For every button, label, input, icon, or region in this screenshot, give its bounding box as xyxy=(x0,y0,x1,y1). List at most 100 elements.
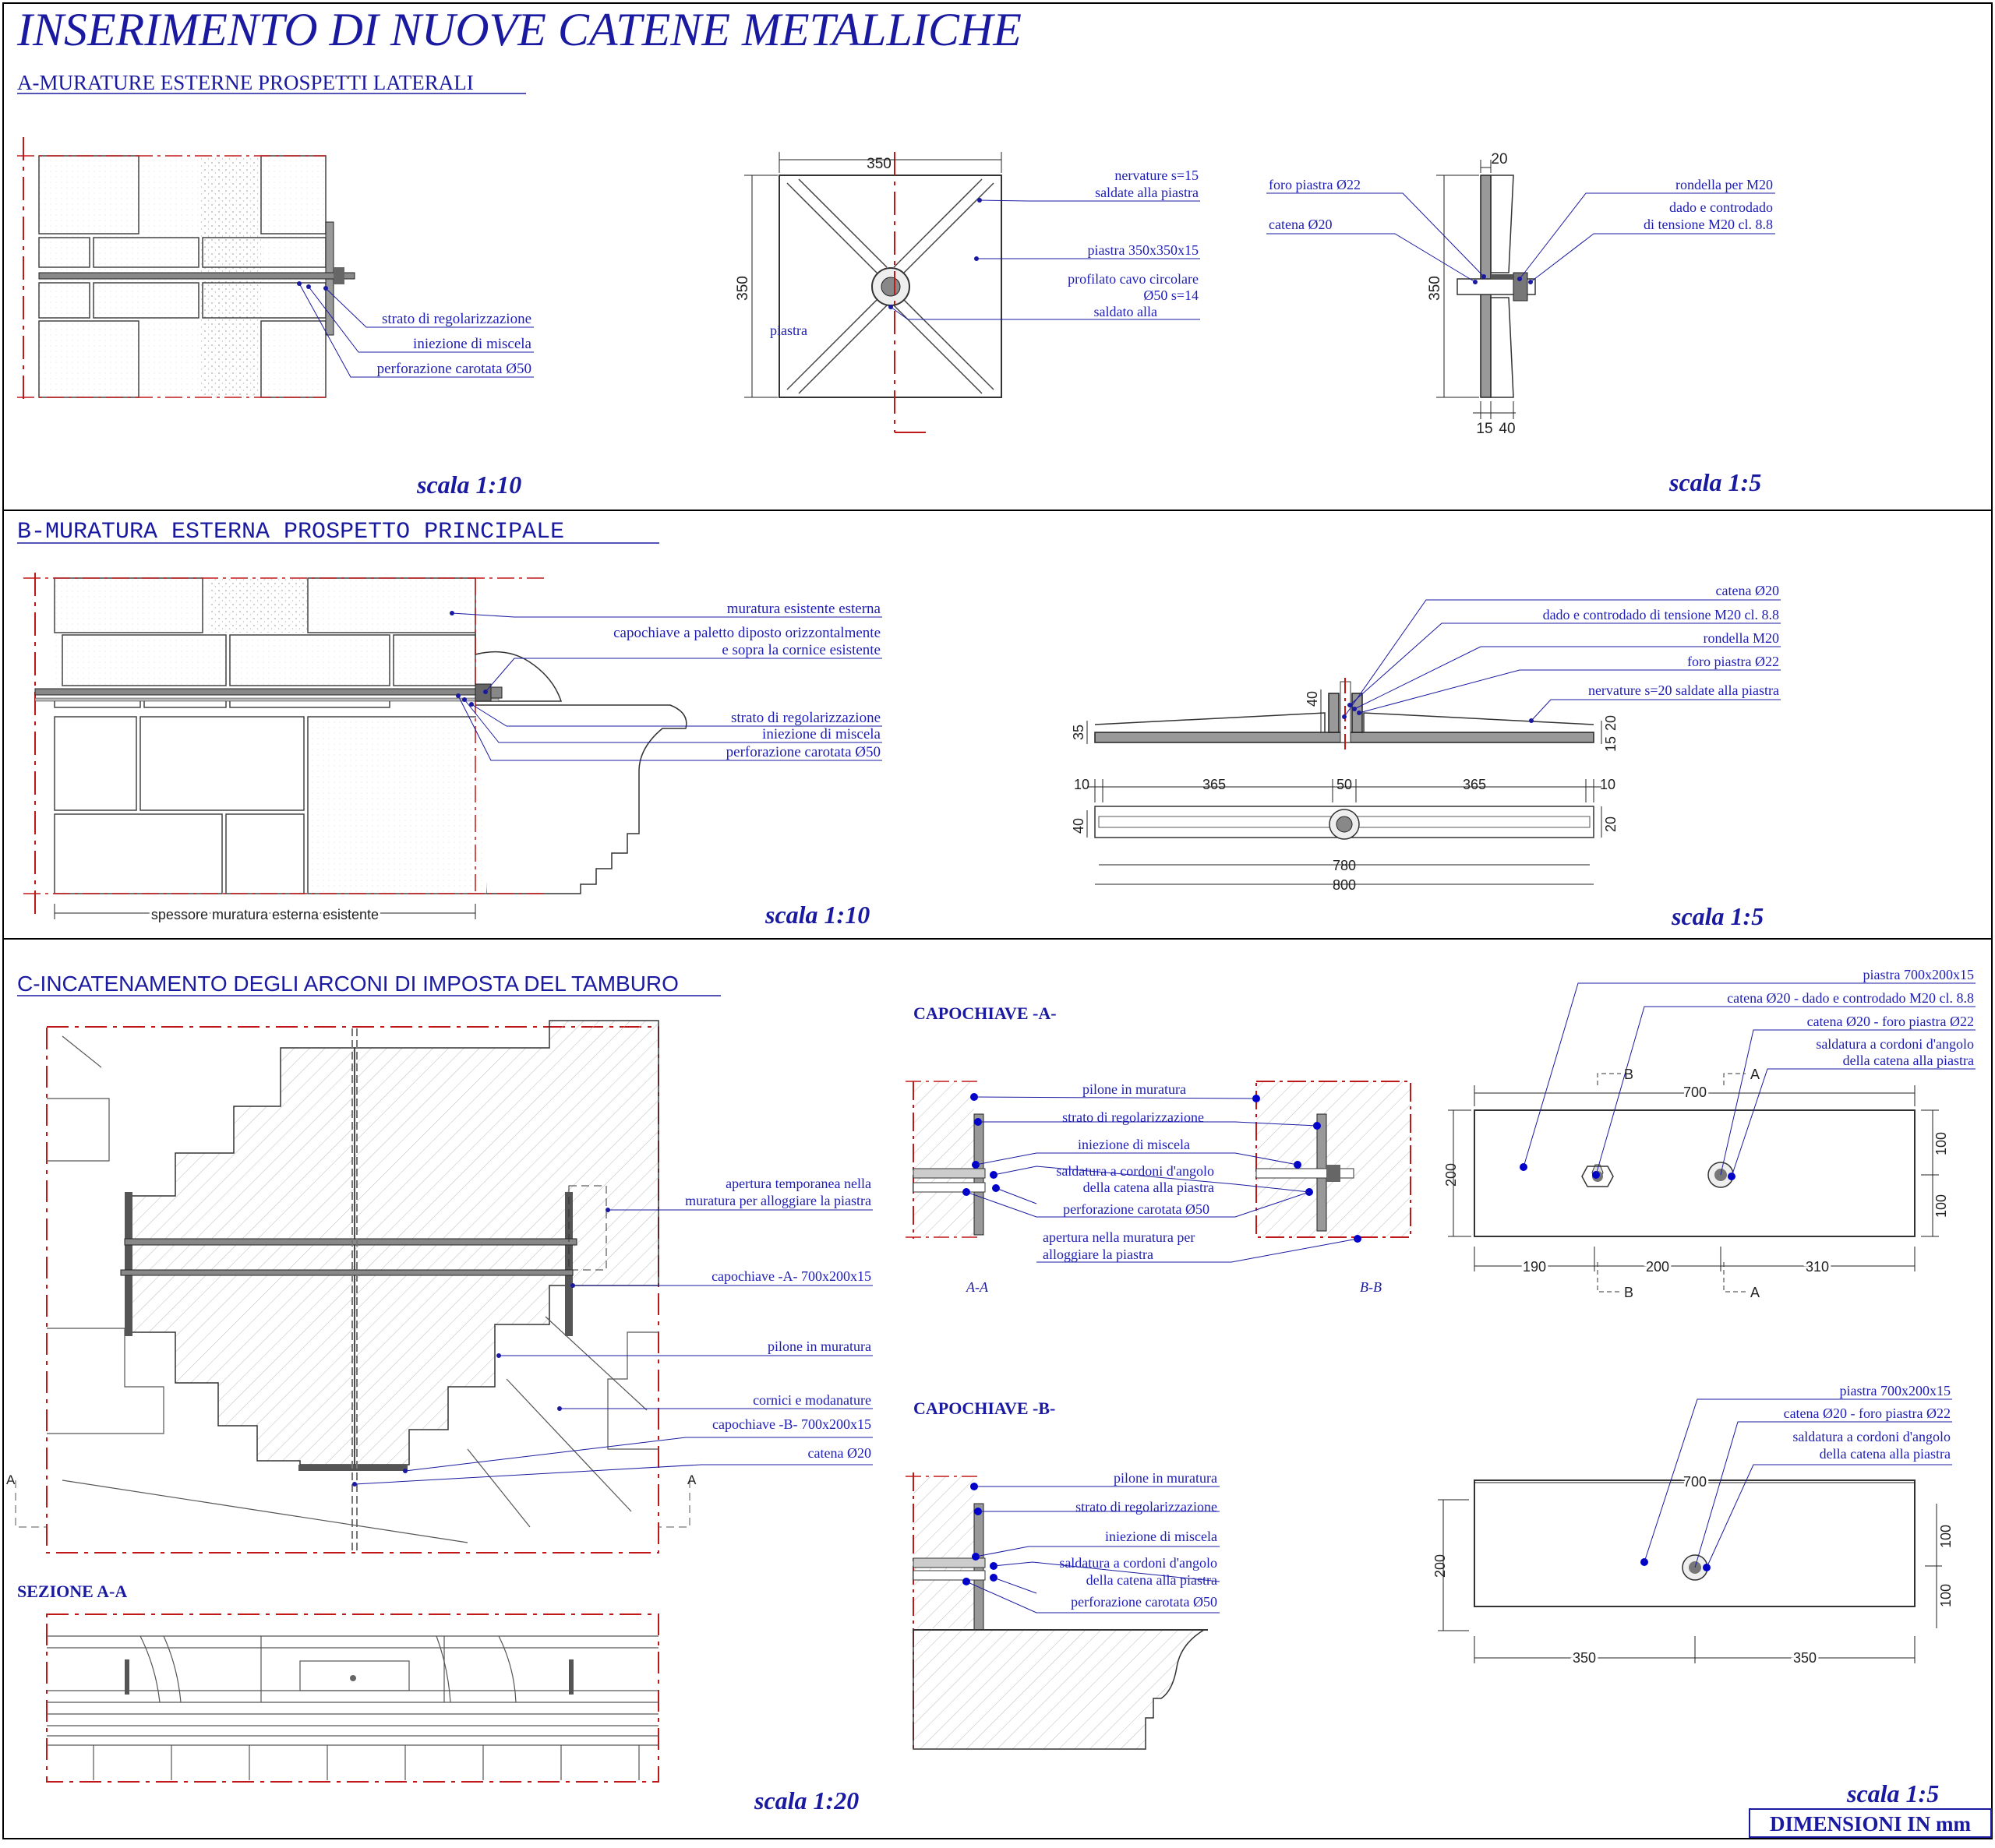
plate-b-dims: 700 200 100 100 350 350 xyxy=(1432,1472,1954,1668)
dim-800: 800 xyxy=(1333,877,1356,893)
dim-50: 50 xyxy=(1336,777,1352,792)
section-b-thickness-label: spessore muratura esterna esistente xyxy=(151,907,379,922)
plate-b-dim-s2: 350 xyxy=(1793,1650,1817,1666)
section-a-detail-dim-h: 350 xyxy=(1427,276,1443,301)
section-a-wall-label-1: strato di regolarizzazione xyxy=(382,311,531,327)
section-a-plate-label-5: Ø50 s=14 xyxy=(1143,287,1199,303)
plate-b-drawing xyxy=(1438,1398,1952,1663)
plate-b-label-3: saldatura a cordoni d'angolo xyxy=(1792,1429,1951,1444)
section-b-wall-label-4: strato di regolarizzazione xyxy=(731,710,881,726)
dim-20: 20 xyxy=(1603,715,1619,731)
plate-a-drawing xyxy=(1448,982,1976,1293)
capochiave-a-tag-right: B-B xyxy=(1360,1279,1382,1295)
section-b-scale-right: scala 1:5 xyxy=(1671,902,1764,930)
plate-a-dim-h: 200 xyxy=(1443,1163,1459,1187)
capochiave-b-label-6: perforazione carotata Ø50 xyxy=(1071,1594,1217,1610)
dim-10-left: 10 xyxy=(1074,777,1089,792)
capochiave-b-label-1: pilone in muratura xyxy=(1114,1470,1217,1486)
capochiave-a-tag-left: A-A xyxy=(966,1279,989,1295)
section-a-wall-label-2: iniezione di miscela xyxy=(413,336,532,352)
plate-a-dim-h2: 100 xyxy=(1933,1194,1949,1218)
plate-a-label-5: della catena alla piastra xyxy=(1843,1053,1974,1068)
section-a-plate-label-4: profilato cavo circolare xyxy=(1068,271,1199,287)
section-a-wall-label-3: perforazione carotata Ø50 xyxy=(377,361,531,377)
capochiave-a-label-2: strato di regolarizzazione xyxy=(1062,1109,1204,1125)
sezione-aa-title: SEZIONE A-A xyxy=(17,1582,127,1601)
section-b-bar-label-4: foro piastra Ø22 xyxy=(1687,654,1779,669)
section-b-wall-label-6: perforazione carotata Ø50 xyxy=(726,744,881,760)
section-a-detail-left-label-1: foro piastra Ø22 xyxy=(1269,177,1361,192)
section-a-plate-label-6: saldato alla xyxy=(1094,304,1157,319)
section-a-detail-right-label-3: di tensione M20 cl. 8.8 xyxy=(1644,217,1773,232)
capochiave-a-label-5: della catena alla piastra xyxy=(1083,1180,1214,1195)
capochiave-a-label-4: saldatura a cordoni d'angolo xyxy=(1056,1163,1214,1179)
plate-a-dims: 700 200 100 100 190 200 310 B B A A xyxy=(1443,1067,1949,1300)
section-c-plan-label-4: pilone in muratura xyxy=(768,1338,871,1354)
dim-780: 780 xyxy=(1333,858,1356,873)
section-a-detail-right-label-2: dado e controdado xyxy=(1669,199,1773,215)
plate-a-label-1: piastra 700x200x15 xyxy=(1863,967,1974,982)
plate-a-dim-h1: 100 xyxy=(1933,1132,1949,1155)
plate-a-marker-a-bottom: A xyxy=(1750,1285,1760,1300)
section-b-bar-dims: 40 35 15 20 10 365 50 365 10 40 20 780 8… xyxy=(1071,691,1619,893)
section-a-detail-dim-b1: 15 xyxy=(1476,421,1492,437)
section-b-wall-drawing xyxy=(23,573,882,919)
section-c-cut-marker-right: A xyxy=(687,1472,697,1487)
section-a-detail-right-label-1: rondella per M20 xyxy=(1675,177,1773,192)
section-a-detail-left-label-2: catena Ø20 xyxy=(1269,217,1332,232)
capochiave-b-label-3: iniezione di miscela xyxy=(1105,1529,1217,1544)
plate-a-marker-b-top: B xyxy=(1624,1067,1633,1082)
plate-a-dim-s2: 200 xyxy=(1646,1259,1669,1275)
section-b-bar-drawing xyxy=(1086,599,1781,885)
capochiave-a-label-7: apertura nella muratura per xyxy=(1043,1229,1195,1245)
plate-b-label-4: della catena alla piastra xyxy=(1820,1446,1951,1462)
dim-20-side: 20 xyxy=(1603,816,1619,832)
dim-15: 15 xyxy=(1603,736,1619,752)
plate-a-label-4: saldatura a cordoni d'angolo xyxy=(1816,1036,1974,1052)
footer-box xyxy=(1749,1808,1992,1838)
capochiave-a-label-1: pilone in muratura xyxy=(1082,1081,1186,1097)
capochiave-a-label-3: iniezione di miscela xyxy=(1078,1137,1190,1152)
capochiave-a-title: CAPOCHIAVE -A- xyxy=(913,1003,1057,1023)
section-b-wall-label-2: capochiave a paletto diposto orizzontalm… xyxy=(613,625,881,641)
section-c-plan-label-6: capochiave -B- 700x200x15 xyxy=(712,1416,871,1432)
capochiave-a-drawing xyxy=(906,1081,1411,1263)
capochiave-b-drawing xyxy=(906,1472,1220,1750)
sezione-aa-drawing xyxy=(46,1613,659,1783)
section-b-bar-label-2: dado e controdado di tensione M20 cl. 8.… xyxy=(1543,607,1779,622)
capochiave-a-label-6: perforazione carotata Ø50 xyxy=(1063,1201,1209,1217)
plate-b-dim-s1: 350 xyxy=(1573,1650,1596,1666)
section-a-plate-label-1: nervature s=15 xyxy=(1114,168,1199,183)
section-c-plan-drawing xyxy=(15,1020,873,1554)
plate-b-dim-h: 200 xyxy=(1432,1554,1448,1578)
plate-b-dim-h1: 100 xyxy=(1938,1525,1954,1548)
section-c-scale-right: scala 1:5 xyxy=(1846,1779,1939,1807)
section-a-heading: A-MURATURE ESTERNE PROSPETTI LATERALI xyxy=(17,71,474,94)
section-c-plan-label-2: muratura per alloggiare la piastra xyxy=(685,1193,871,1208)
plate-a-label-3: catena Ø20 - foro piastra Ø22 xyxy=(1807,1014,1974,1029)
plate-a-marker-b-bottom: B xyxy=(1624,1285,1633,1300)
plate-a-label-2: catena Ø20 - dado e controdado M20 cl. 8… xyxy=(1727,990,1974,1006)
plate-a-dim-w: 700 xyxy=(1683,1084,1707,1100)
section-c-plan-label-7: catena Ø20 xyxy=(808,1445,871,1461)
section-a-scale-left: scala 1:10 xyxy=(416,471,521,499)
section-c-heading: C-INCATENAMENTO DEGLI ARCONI DI IMPOSTA … xyxy=(17,972,679,996)
section-b-wall-label-3: e sopra la cornice esistente xyxy=(722,642,881,658)
dim-10-right: 10 xyxy=(1600,777,1615,792)
plate-b-dim-h2: 100 xyxy=(1938,1584,1954,1607)
main-title: INSERIMENTO DI NUOVE CATENE METALLICHE xyxy=(16,4,1022,55)
plate-a-marker-a-top: A xyxy=(1750,1067,1760,1082)
dim-40-side: 40 xyxy=(1071,818,1086,834)
capochiave-b-label-4: saldatura a cordoni d'angolo xyxy=(1059,1555,1217,1571)
capochiave-b-label-2: strato di regolarizzazione xyxy=(1075,1499,1217,1515)
section-c-plan-label-3: capochiave -A- 700x200x15 xyxy=(711,1268,871,1284)
section-a-plate-label-2: saldate alla piastra xyxy=(1095,185,1199,200)
section-a-detail-dim-top: 20 xyxy=(1491,151,1507,168)
section-b-bar-label-5: nervature s=20 saldate alla piastra xyxy=(1588,682,1779,698)
section-c-plan-label-5: cornici e modanature xyxy=(753,1392,871,1408)
section-b-scale-left: scala 1:10 xyxy=(764,901,870,929)
section-c-scale-left: scala 1:20 xyxy=(754,1786,859,1814)
